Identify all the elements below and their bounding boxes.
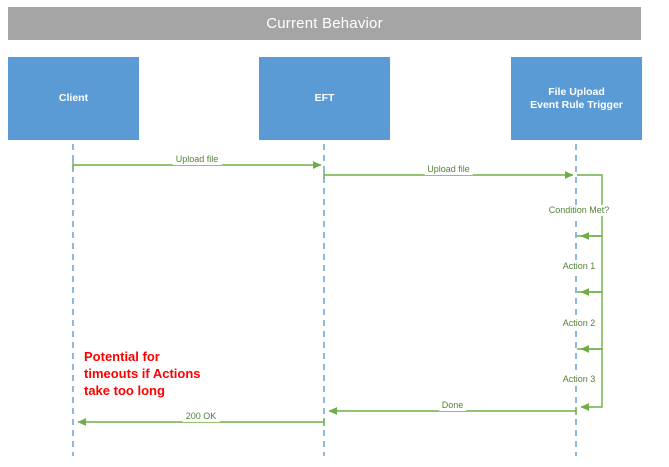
lifelines-group bbox=[72, 144, 577, 456]
actor-box-file-upload-event-rule-trigger: File Upload Event Rule Trigger bbox=[511, 57, 642, 140]
diagram-title-bar: Current Behavior bbox=[8, 7, 641, 40]
page-title: Current Behavior bbox=[266, 15, 383, 32]
message-label-action-1: Action 1 bbox=[559, 261, 599, 272]
message-label-200-ok: 200 OK bbox=[182, 411, 220, 422]
message-label-upload-file-client-eft: Upload file bbox=[172, 154, 222, 165]
actor-label-eft: EFT bbox=[314, 92, 335, 104]
message-label-upload-file-eft-trigger: Upload file bbox=[424, 164, 473, 175]
actor-label-file-upload-event-rule-trigger: File Upload Event Rule Trigger bbox=[530, 85, 623, 111]
message-arrow-action-3 bbox=[577, 348, 603, 411]
message-label-done: Done bbox=[438, 400, 467, 411]
actor-box-client: Client bbox=[8, 57, 139, 140]
message-label-condition-met: Condition Met? bbox=[545, 205, 613, 216]
arrows-group bbox=[72, 161, 603, 426]
message-label-action-2: Action 2 bbox=[559, 318, 599, 329]
warning-note: Potential for timeouts if Actions take t… bbox=[84, 349, 201, 398]
actor-box-eft: EFT bbox=[259, 57, 390, 140]
actor-label-client: Client bbox=[58, 92, 89, 104]
message-label-action-3: Action 3 bbox=[559, 374, 599, 385]
